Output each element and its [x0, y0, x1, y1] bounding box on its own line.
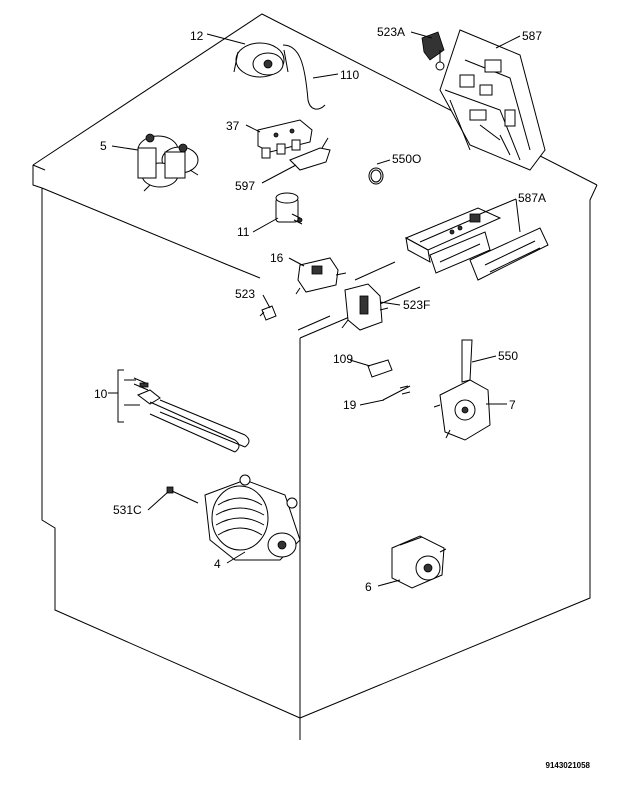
leader-587a-2 [515, 198, 521, 233]
bracket-leader-10 [108, 369, 140, 423]
terminal-block-part [257, 119, 313, 159]
leader-16 [288, 257, 305, 267]
heating-element-part [133, 377, 250, 453]
cap-part [367, 359, 393, 378]
clip-part [259, 305, 277, 321]
leader-523f [379, 301, 401, 306]
leader-5 [111, 145, 139, 151]
sensor-part [382, 385, 411, 401]
label-531c: 531C [113, 503, 142, 517]
label-37: 37 [226, 119, 240, 133]
leader-587a-1 [479, 198, 517, 215]
label-523f: 523F [403, 298, 430, 312]
bracket-part [289, 137, 331, 171]
leader-597 [261, 164, 297, 184]
label-19: 19 [343, 398, 357, 412]
leader-550 [471, 355, 497, 363]
motor-part [204, 474, 301, 561]
leader-6 [377, 579, 401, 587]
leader-523a [410, 31, 433, 39]
inlet-valve-part [137, 133, 199, 192]
label-523: 523 [235, 287, 255, 301]
pressure-switch-part [233, 42, 326, 110]
leader-523 [262, 294, 271, 309]
leader-587 [495, 35, 521, 49]
leader-531c [147, 491, 169, 511]
label-550o: 550O [392, 152, 421, 166]
label-16: 16 [270, 251, 284, 265]
label-587a: 587A [518, 191, 546, 205]
selector-switch-part [391, 535, 447, 589]
door-lock-part [341, 283, 389, 331]
leader-110 [312, 73, 339, 79]
control-board-part [404, 207, 549, 281]
label-12: 12 [190, 29, 204, 43]
label-6: 6 [365, 580, 372, 594]
leader-37 [245, 124, 261, 133]
leader-12 [206, 33, 246, 45]
label-597: 597 [235, 179, 255, 193]
label-5: 5 [100, 139, 107, 153]
label-550: 550 [498, 349, 518, 363]
leader-11 [252, 217, 279, 233]
label-7: 7 [509, 398, 516, 412]
interference-filter-part [295, 257, 347, 295]
pump-part [433, 339, 491, 441]
label-110: 110 [340, 68, 359, 82]
label-10: 10 [94, 387, 108, 401]
leader-109 [349, 359, 371, 367]
leader-19 [359, 399, 385, 406]
label-587: 587 [522, 29, 542, 43]
bolt-part [166, 486, 199, 504]
drawing-code: 9143021058 [545, 761, 591, 770]
o-ring-part [368, 167, 384, 185]
label-4: 4 [214, 557, 221, 571]
capacitor-part [275, 192, 303, 225]
electronic-module-part [421, 29, 546, 171]
leader-4 [226, 551, 246, 564]
leader-550o [376, 159, 391, 165]
label-109: 109 [333, 352, 353, 366]
label-523a: 523A [377, 25, 405, 39]
label-11: 11 [237, 225, 250, 239]
